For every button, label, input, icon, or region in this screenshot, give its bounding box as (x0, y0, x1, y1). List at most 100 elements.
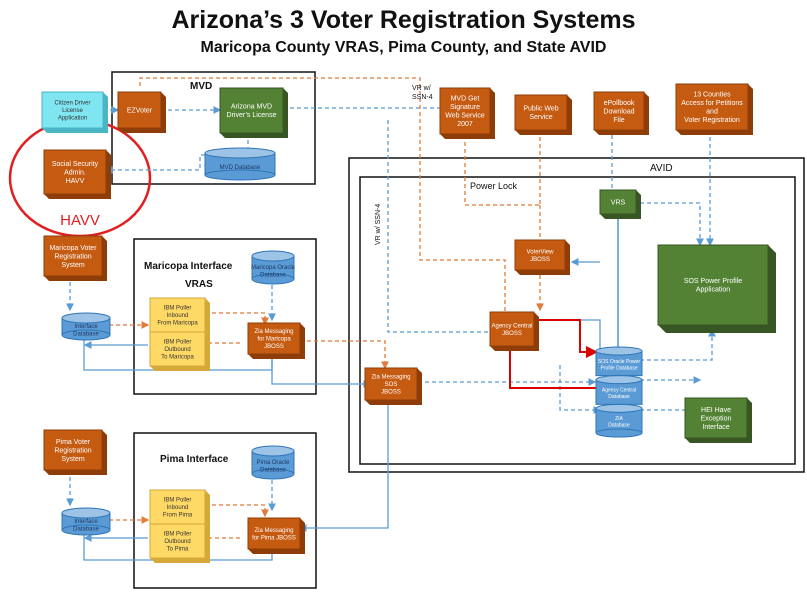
mcvrs-label-0: Maricopa Voter (49, 245, 97, 252)
ziadb-label-1: Database (608, 423, 630, 429)
mcinterface-label-0: Interface (74, 324, 98, 330)
ziasos-label-0: Zia Messaging (371, 375, 410, 381)
ibmpm_out-label-2: To Pima (167, 547, 189, 553)
mvdsig-label-0: MVD Get (451, 96, 480, 103)
ziamc-label-1: for Maricopa (257, 337, 291, 343)
powerlock-frame (359, 176, 796, 465)
mcoracle-label-1: Database (260, 272, 286, 278)
ssa-label-1: Admin. (64, 169, 86, 176)
ibmmc_out-label-2: To Maricopa (161, 355, 194, 361)
counties-label-1: Access for Petitions (681, 100, 743, 107)
counties-label-2: and (706, 109, 718, 116)
ezvoter-node: EZVoter (117, 91, 166, 133)
mvdsig-label-2: Web Service (445, 113, 485, 120)
counties-label-0: 13 Counties (693, 92, 731, 99)
citizen-label-1: License (62, 108, 83, 114)
ibmpm_out-label-0: IBM Poller (164, 532, 192, 538)
sospp-label-0: SOS Power Profile (684, 278, 742, 285)
ibmmc_in-label-0: IBM Poller (164, 306, 192, 312)
citizen-label-0: Citizen Driver (54, 101, 90, 107)
pimainterface-label-0: Interface (74, 519, 98, 525)
ziasos-label-2: JBOSS (381, 390, 401, 396)
pimaoracle-label-0: Pima Oracle (256, 460, 290, 466)
pimavrs-label-0: Pima Voter (56, 439, 91, 446)
mvd-label: MVD (190, 81, 212, 92)
ibmpm_in-label-0: IBM Poller (164, 498, 192, 504)
pima-label: Pima Interface (160, 454, 229, 465)
ziamc-label-2: JBOSS (264, 344, 284, 350)
avid-label: AVID (650, 163, 673, 174)
mvdsig-label-3: 2007 (457, 121, 473, 128)
mcinterface-label-1: Database (73, 331, 99, 337)
publicweb-label-0: Public Web (523, 106, 558, 113)
pimainterface-label-1: Database (73, 526, 99, 532)
connectors (66, 77, 716, 561)
counties-label-3: Voter Registration (684, 117, 740, 124)
ibmmc_in-label-2: From Maricopa (157, 321, 198, 327)
avid-frame (348, 157, 805, 473)
mvdsig-label-1: Signature (450, 104, 480, 111)
agencydb-label-0: Agency Central (602, 388, 636, 394)
epollbook-label-1: Download (603, 108, 634, 115)
ssa-label-0: Social Security (52, 161, 99, 168)
ziasos-label-1: SOS (385, 382, 398, 388)
sosdb-label-1: Profile Database (601, 365, 638, 371)
citizen-label-2: Application (58, 116, 87, 122)
pima-frame (133, 432, 317, 589)
ibmpm_out-label-1: Outbound (164, 539, 190, 545)
vrs-node: VRS (599, 189, 641, 219)
publicweb-label-1: Service (529, 114, 552, 121)
agencydb-label-1: Database (608, 394, 630, 400)
ssa-label-2: HAVV (66, 178, 85, 185)
epollbook-label-0: ePollbook (604, 100, 635, 107)
sospp-label-1: Application (696, 287, 730, 294)
maricopa-label: Maricopa Interface (144, 261, 233, 272)
mvddb-label-0: MVD Database (220, 165, 261, 171)
azmvd-label-0: Arizona MVD (231, 104, 272, 111)
page-subtitle: Maricopa County VRAS, Pima County, and S… (200, 39, 607, 56)
vrw-ssn4-label: VR w/ SSN-4 (375, 204, 382, 245)
mcoracle-label-0: Maricopa Oracle (251, 265, 296, 271)
vras-label: VRAS (185, 279, 213, 290)
mvd-frame (111, 71, 316, 185)
voterview-label-1: JBOSS (530, 257, 550, 263)
mvddb-node: MVD Database (204, 147, 276, 181)
vrw-label-1: VR w/ (412, 85, 431, 92)
ibmmc_in-label-1: Inbound (167, 313, 189, 319)
mcvrs-label-2: System (61, 262, 85, 269)
pimavrs-label-2: System (61, 456, 85, 463)
ziamc-label-0: Zia Messaging (254, 329, 293, 335)
pimaoracle-label-1: Database (260, 467, 286, 473)
red-connectors (504, 319, 598, 389)
nodes: Citizen DriverLicenseApplicationEZVoterA… (41, 83, 776, 563)
ibmmc_out-label-1: Outbound (164, 347, 190, 353)
azmvd-label-1: Driver’s License (227, 112, 277, 119)
page-title: Arizona’s 3 Voter Registration Systems (171, 6, 636, 34)
havv-label: HAVV (60, 212, 100, 229)
vrs-label-0: VRS (611, 199, 626, 206)
mcvrs-label-1: Registration (54, 253, 91, 260)
